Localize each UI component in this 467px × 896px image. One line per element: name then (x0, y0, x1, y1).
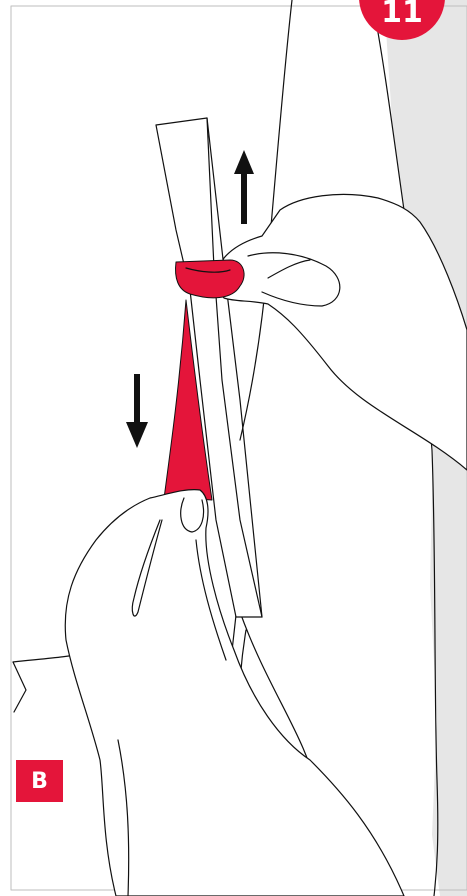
up-arrow (234, 150, 254, 224)
red-backing-tab (176, 260, 245, 298)
down-arrow (126, 374, 148, 448)
garment-zigzag (13, 662, 26, 712)
panel-label: B (16, 760, 63, 802)
